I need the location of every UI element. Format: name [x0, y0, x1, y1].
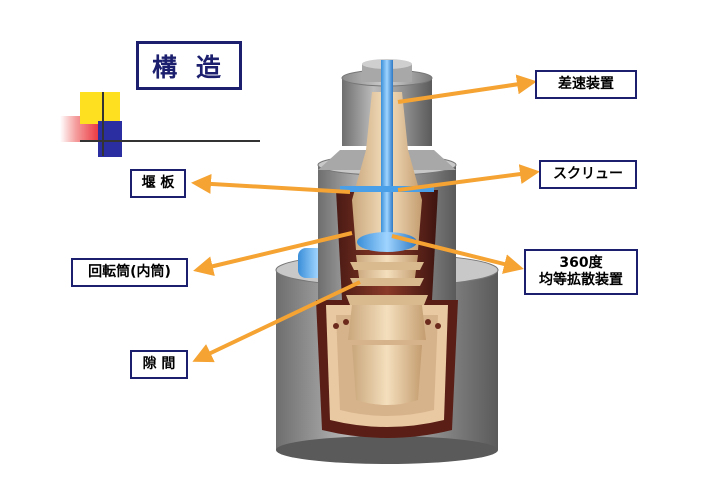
arrow-differential — [397, 74, 537, 104]
machine-body — [275, 59, 499, 464]
callout-arrows — [191, 74, 540, 363]
page-title: 構 造 — [136, 41, 242, 90]
label-screw: スクリュー — [539, 160, 637, 189]
label-rotor: 回転筒(内筒) — [71, 258, 188, 287]
arrow-screw — [397, 164, 540, 192]
arrow-dist — [391, 234, 524, 274]
decor-vertical-line — [102, 92, 104, 156]
label-distributor-line1: 360度 — [559, 255, 603, 272]
label-differential: 差速装置 — [535, 70, 637, 99]
arrow-rotor — [193, 231, 353, 277]
label-weir: 堰 板 — [130, 169, 186, 198]
arrow-weir — [191, 173, 351, 194]
arrow-gap — [192, 280, 361, 363]
label-gap: 隙 間 — [130, 350, 188, 379]
label-distributor: 360度 均等拡散装置 — [524, 249, 638, 295]
label-distributor-line2: 均等拡散装置 — [539, 272, 623, 288]
decor-horizontal-line — [80, 140, 260, 142]
decor-yellow-block — [80, 92, 120, 124]
